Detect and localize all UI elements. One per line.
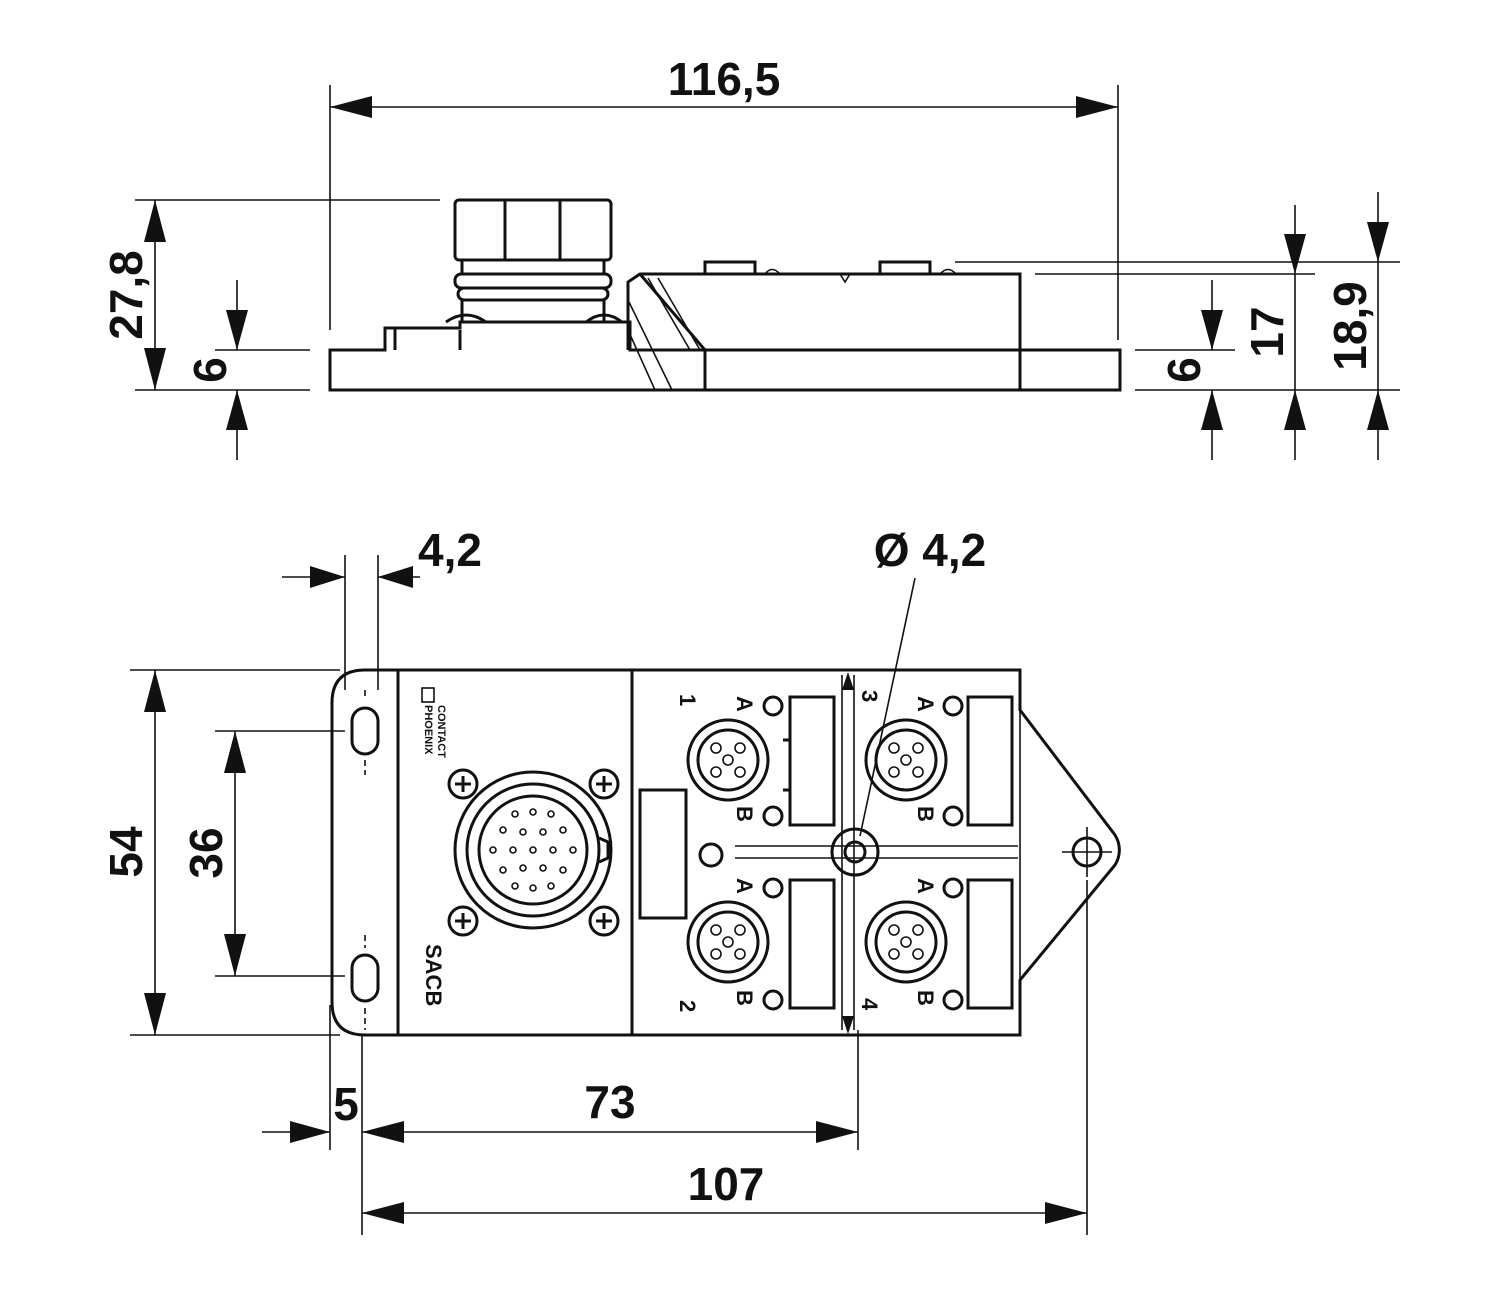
brand-logo: PHOENIX CONTACT [421, 687, 447, 758]
top-outline [330, 668, 1121, 1037]
dim-73: 73 [362, 1030, 859, 1150]
port-1-a: A [732, 696, 757, 712]
port-2-a: A [732, 878, 757, 894]
dim-27-8: 27,8 [100, 199, 440, 391]
dim-5: 5 [262, 1005, 363, 1235]
mounting-slot-bottom [350, 935, 380, 1030]
dim-4-2: 4,2 [282, 524, 482, 690]
dim-107-label: 107 [688, 1158, 765, 1210]
dim-116-5-label: 116,5 [668, 53, 781, 105]
label-field [638, 788, 688, 920]
brand-line1: PHOENIX [422, 705, 434, 755]
dim-6-left: 6 [184, 280, 310, 460]
dim-107: 107 [362, 880, 1088, 1235]
side-hatch [627, 273, 1020, 391]
screw-bottom-left [447, 905, 479, 937]
dim-5-label: 5 [333, 1078, 359, 1130]
mounting-slot-top [350, 690, 380, 775]
side-step [393, 328, 462, 350]
mounting-hole-right [1062, 827, 1112, 877]
dim-hole-diameter-label: Ø 4,2 [874, 524, 987, 576]
dim-27-8-label: 27,8 [100, 250, 152, 340]
screw-top-left [447, 768, 479, 800]
dim-6-right: 6 [1158, 280, 1223, 460]
port-1-number: 1 [675, 694, 700, 706]
port-2-number: 2 [675, 1000, 700, 1012]
brand-line2: CONTACT [435, 705, 447, 758]
port-3-b: B [913, 806, 938, 822]
side-base-plate [328, 320, 1122, 392]
dim-73-label: 73 [584, 1076, 635, 1128]
port-3-a: A [913, 696, 938, 712]
dim-4-2-label: 4,2 [418, 524, 482, 576]
port-2 [686, 877, 836, 1011]
dim-18-9-label: 18,9 [1324, 281, 1376, 371]
port-3 [864, 695, 1014, 827]
product-label: SACB [421, 944, 446, 1006]
dim-hole-diameter: Ø 4,2 [859, 524, 987, 837]
port-4 [864, 877, 1014, 1011]
port-1-b: B [732, 806, 757, 822]
dim-6-left-label: 6 [184, 357, 236, 383]
side-round-connector [445, 198, 623, 324]
main-circular-connector [453, 770, 613, 930]
port-4-number: 4 [857, 998, 882, 1011]
side-view: 116,5 27,8 6 [100, 53, 1400, 460]
dim-18-9: 18,9 [1324, 192, 1389, 460]
dim-116-5: 116,5 [329, 53, 1119, 340]
side-housing [626, 272, 1022, 390]
dim-6-right-label: 6 [1158, 357, 1210, 383]
port-4-b: B [913, 990, 938, 1006]
dim-54-label: 54 [100, 826, 152, 878]
port-3-number: 3 [857, 690, 882, 702]
screw-top-right [588, 768, 620, 800]
top-view: PHOENIX CONTACT [100, 524, 1121, 1235]
dim-17: 17 [1241, 205, 1306, 460]
port-2-b: B [732, 990, 757, 1006]
port-4-a: A [913, 878, 938, 894]
port-1 [686, 695, 836, 827]
dim-36: 36 [180, 730, 345, 977]
dim-36-label: 36 [180, 827, 232, 878]
screw-bottom-right [588, 905, 620, 937]
dim-54: 54 [100, 669, 340, 1036]
dim-17-label: 17 [1241, 306, 1293, 357]
center-hole [830, 827, 880, 877]
